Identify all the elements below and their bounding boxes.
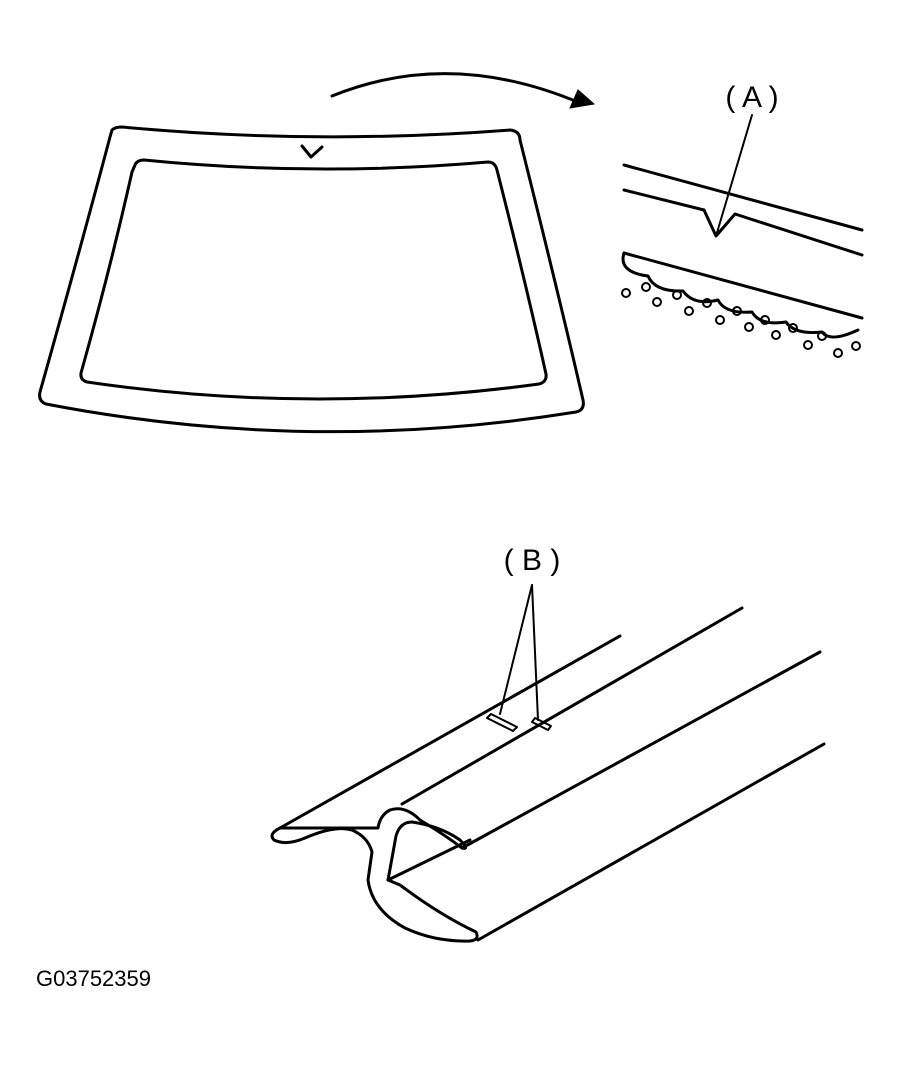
windshield-glass bbox=[38, 125, 585, 434]
molding-bottom-edge-line bbox=[476, 742, 826, 942]
callout-b-leader-right bbox=[531, 584, 539, 721]
notch-detail-view: ( A ) bbox=[621, 81, 864, 358]
detail-dot-pattern bbox=[621, 282, 861, 358]
callout-b-label: ( B ) bbox=[504, 544, 561, 577]
molding-outer-lip-line bbox=[278, 634, 622, 830]
molding-cross-section bbox=[270, 807, 479, 943]
detail-arrow-head bbox=[569, 89, 596, 109]
molding-profile: ( B ) bbox=[270, 544, 826, 943]
detail-glass-edge-with-notch bbox=[622, 188, 864, 257]
detail-arrow bbox=[330, 72, 596, 109]
molding-marker-tabs bbox=[486, 713, 552, 732]
marker-tab-left bbox=[486, 713, 518, 732]
detail-glass-top-edge bbox=[622, 163, 864, 232]
molding-inner-channel-line bbox=[386, 838, 472, 882]
windshield-inner-ceramic-edge bbox=[79, 158, 548, 401]
detail-arrow-curve bbox=[330, 72, 582, 105]
molding-top-ridge-line bbox=[400, 606, 744, 806]
marker-tab-right bbox=[531, 717, 552, 731]
windshield-outer-edge bbox=[38, 125, 585, 434]
detail-ceramic-scallops bbox=[621, 251, 860, 339]
detail-ceramic-edge-line bbox=[622, 251, 864, 320]
molding-mid-edge-line bbox=[460, 650, 822, 850]
callout-a-leader bbox=[715, 114, 753, 237]
callout-b-leader-left bbox=[499, 584, 533, 715]
figure-code: G03752359 bbox=[36, 966, 151, 991]
callout-a-label: ( A ) bbox=[725, 81, 778, 114]
windshield-notch-marker bbox=[300, 144, 324, 159]
